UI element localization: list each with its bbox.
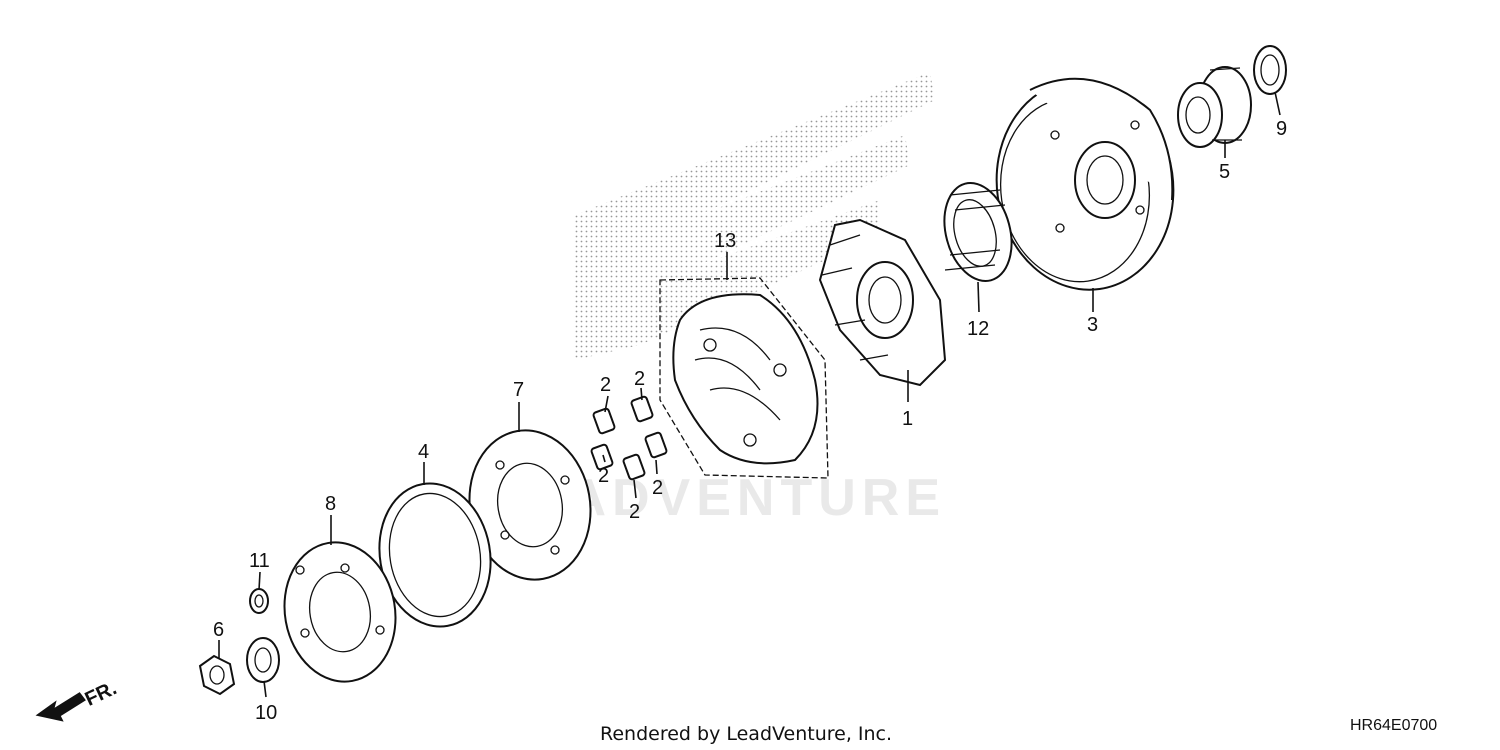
callout-9: 9 xyxy=(1276,118,1287,140)
callout-6: 6 xyxy=(213,619,224,641)
footer-credit: Rendered by LeadVenture, Inc. xyxy=(600,723,892,745)
callout-2a: 2 xyxy=(600,374,611,396)
callout-3: 3 xyxy=(1087,314,1098,336)
callout-2e: 2 xyxy=(629,501,640,523)
callout-1: 1 xyxy=(902,408,913,430)
callout-7: 7 xyxy=(513,379,524,401)
callout-4: 4 xyxy=(418,441,429,463)
part-9-washer[interactable] xyxy=(1253,45,1287,95)
front-marker-text: FR. xyxy=(82,677,120,711)
part-12-one-way-clutch[interactable] xyxy=(934,175,1022,288)
part-4-ring[interactable] xyxy=(368,475,501,636)
callout-12: 12 xyxy=(967,318,989,340)
part-13-clutch-weight-assembly[interactable] xyxy=(659,277,829,479)
diagram-code: HR64E0700 xyxy=(1350,717,1437,734)
callout-11: 11 xyxy=(249,550,270,572)
callout-8: 8 xyxy=(325,493,336,515)
part-5-gear[interactable] xyxy=(1177,66,1252,148)
callout-5: 5 xyxy=(1219,161,1230,183)
front-direction-arrow: FR. xyxy=(35,677,120,722)
part-1-drive-plate[interactable] xyxy=(818,218,947,387)
part-11-lock-washer[interactable] xyxy=(249,588,269,614)
leader-lines xyxy=(218,91,1281,698)
callout-2d: 2 xyxy=(652,477,663,499)
part-3-clutch-outer[interactable] xyxy=(983,69,1187,301)
callout-labels: 1 2 2 2 2 2 3 4 5 6 7 8 9 10 11 12 13 xyxy=(213,118,1287,724)
stipple-background xyxy=(575,72,935,360)
part-2-springs[interactable] xyxy=(590,395,668,481)
callout-10: 10 xyxy=(255,702,277,724)
part-8-plate[interactable] xyxy=(274,534,407,691)
part-10-washer[interactable] xyxy=(246,637,280,683)
callout-2b: 2 xyxy=(634,368,645,390)
part-6-nut[interactable] xyxy=(198,654,236,696)
callout-2c: 2 xyxy=(598,465,609,487)
callout-13: 13 xyxy=(714,230,736,252)
